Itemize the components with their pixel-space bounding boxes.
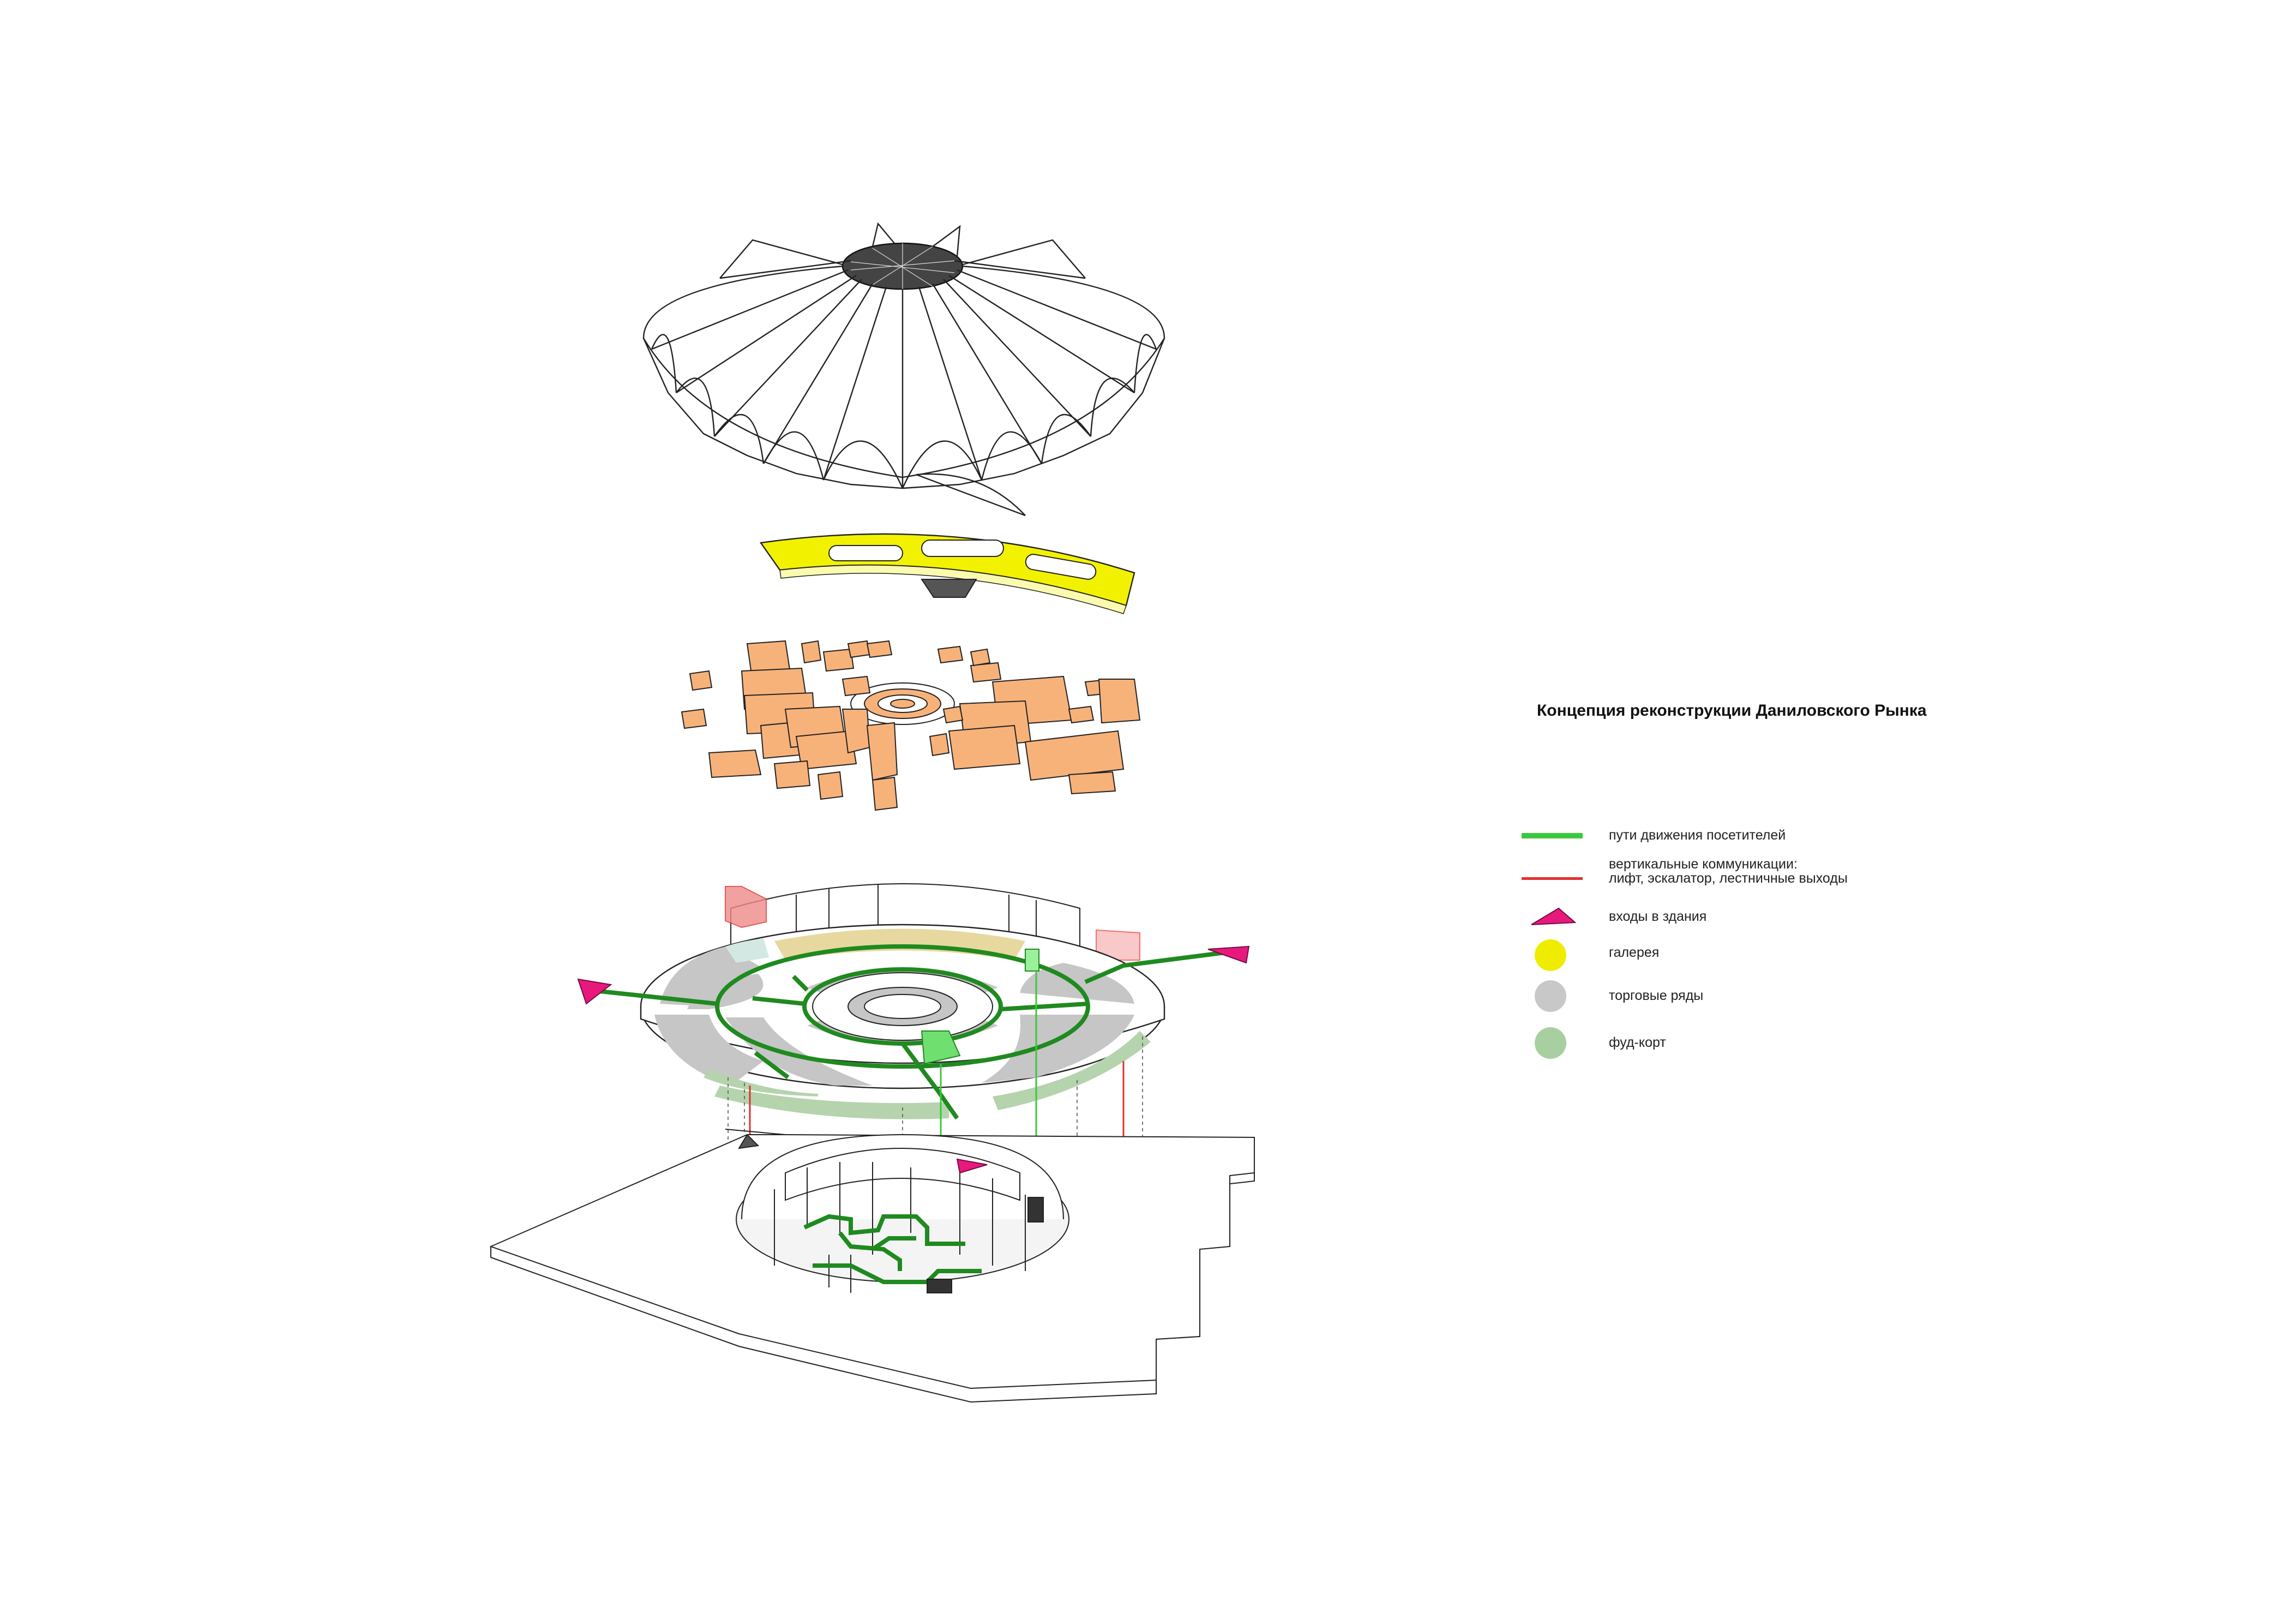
legend-label: пути движения посетителей — [1609, 828, 1786, 843]
red-line-icon — [1522, 877, 1583, 880]
market-platform — [577, 883, 1250, 1120]
legend-label-line2: лифт, эскалатор, лестничные выходы — [1609, 871, 1848, 886]
lower-level — [489, 971, 1255, 1403]
pink-triangle-icon — [1531, 907, 1577, 925]
legend-label: торговые ряды — [1609, 988, 1704, 1003]
gray-circle-icon — [1535, 980, 1566, 1012]
legend-label: галерея — [1609, 945, 1660, 960]
roof-layer — [642, 222, 1165, 517]
yellow-circle-icon — [1535, 939, 1566, 971]
green-circle-icon — [1535, 1027, 1566, 1059]
roof-lattice — [850, 243, 955, 289]
legend-label-line1: вертикальные коммуникации: — [1609, 856, 1798, 872]
pavilions-layer — [681, 640, 1141, 811]
legend-label: фуд-корт — [1609, 1035, 1666, 1050]
page-title: Концепция реконструкции Даниловского Рын… — [1537, 702, 1927, 720]
legend-label: входы в здания — [1609, 909, 1707, 924]
gallery-layer — [759, 533, 1135, 614]
green-line-icon — [1522, 833, 1583, 838]
